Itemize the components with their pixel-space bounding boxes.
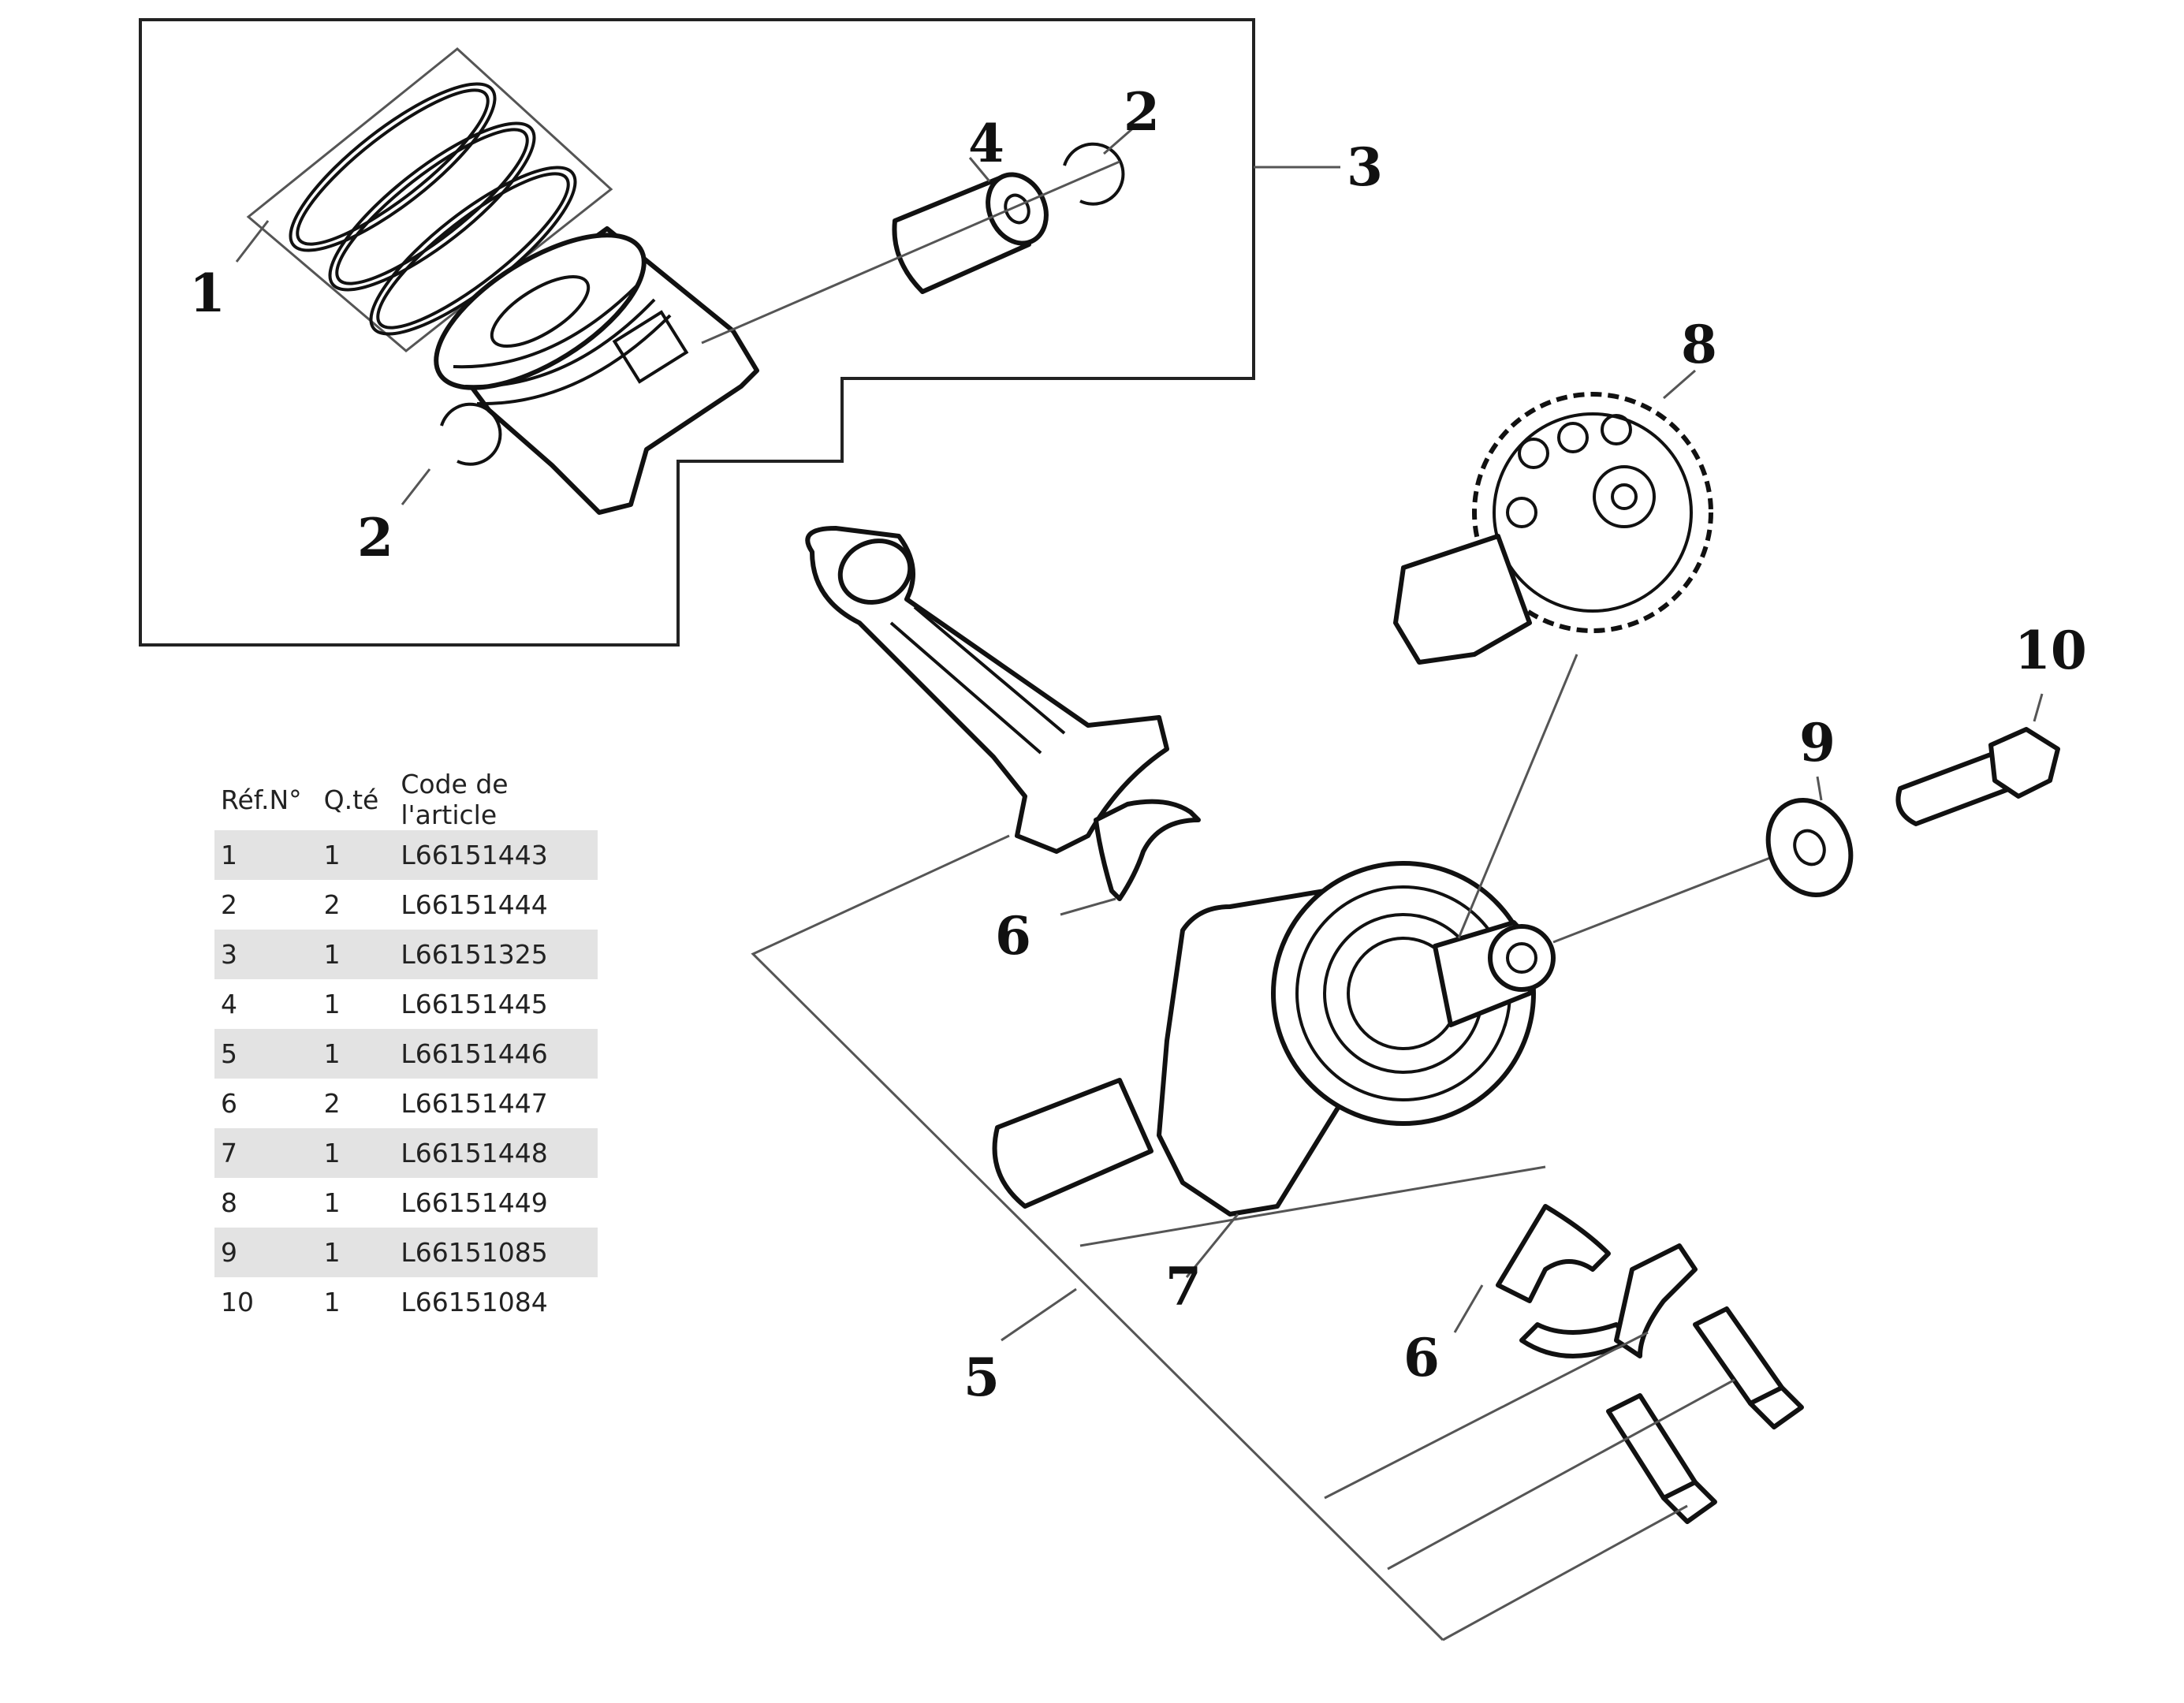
code-cell: L66151446 (394, 1029, 598, 1079)
table-row: 3 1 L66151325 (214, 930, 598, 979)
callout-8: 8 (1681, 314, 1717, 375)
leader-5 (1001, 1287, 1077, 1342)
callout-10: 10 (2014, 620, 2087, 681)
ref-cell: 7 (214, 1128, 318, 1178)
code-cell: L66151084 (401, 1287, 548, 1317)
callout-3: 3 (1347, 136, 1383, 198)
pin-axis-line (701, 160, 1120, 345)
ref-cell: 6 (221, 1088, 237, 1119)
ref-cell: 10 (221, 1287, 254, 1317)
circlip-left (440, 402, 502, 466)
callout-2-top: 2 (1124, 81, 1160, 143)
callout-5: 5 (963, 1347, 1000, 1408)
qty-cell: 1 (317, 930, 395, 979)
leader-7 (1185, 1213, 1239, 1278)
leader-4 (968, 157, 991, 182)
leader-2-bottom (401, 468, 431, 505)
qty-cell: 1 (317, 1128, 395, 1178)
header-code: Code de l'article (401, 769, 509, 830)
header-ref: Réf.N° (221, 784, 302, 815)
leader-9 (1816, 776, 1823, 801)
callout-4: 4 (968, 113, 1004, 174)
qty-cell: 2 (323, 1088, 341, 1119)
callout-2-bottom: 2 (357, 507, 393, 568)
flange-bolt (1895, 727, 2060, 826)
leader-10 (2033, 693, 2044, 722)
parts-list-table: Réf.N° Q.té Code de l'article 1 1 L66151… (214, 769, 598, 1327)
callout-6-upper: 6 (995, 905, 1031, 967)
crankshaft-assembly-bracket (751, 834, 1735, 1642)
table-row: 7 1 L66151448 (214, 1128, 598, 1178)
leader-1 (235, 220, 270, 263)
code-cell: L66151449 (401, 1187, 548, 1218)
code-cell: L66151085 (394, 1228, 598, 1277)
ref-cell: 8 (221, 1187, 237, 1218)
table-row: 9 1 L66151085 (214, 1228, 598, 1277)
code-cell: L66151443 (394, 830, 598, 880)
callout-6-lower: 6 (1403, 1327, 1440, 1388)
circlip-right (1063, 142, 1125, 206)
piston-assembly-frame (139, 18, 1255, 647)
table-row: 4 1 L66151445 (214, 979, 598, 1029)
header-qty: Q.té (323, 784, 379, 815)
lower-bearing-shells (1496, 1204, 1698, 1358)
table-row: 1 1 L66151443 (214, 830, 598, 880)
qty-cell: 1 (323, 989, 341, 1019)
table-row: 5 1 L66151446 (214, 1029, 598, 1079)
ref-cell: 5 (214, 1029, 318, 1079)
code-cell: L66151445 (401, 989, 548, 1019)
ref-cell: 3 (214, 930, 318, 979)
leader-8 (1663, 369, 1696, 400)
balancer-gear (1393, 392, 1713, 665)
balancer-axis-line (1457, 654, 1578, 939)
ref-cell: 9 (214, 1228, 318, 1277)
leader-6-upper (1060, 897, 1116, 916)
upper-bearing-shell (1094, 799, 1201, 901)
qty-cell: 1 (323, 1187, 341, 1218)
ref-cell: 2 (221, 889, 237, 920)
code-cell: L66151444 (401, 889, 548, 920)
table-row: 2 2 L66151444 (214, 880, 598, 930)
table-row: 10 1 L66151084 (214, 1277, 598, 1327)
callout-1: 1 (189, 263, 225, 324)
qty-cell: 2 (323, 889, 341, 920)
piston-rings (246, 47, 613, 352)
qty-cell: 1 (317, 830, 395, 880)
ref-cell: 4 (221, 989, 237, 1019)
code-cell: L66151325 (394, 930, 598, 979)
code-cell: L66151448 (394, 1128, 598, 1178)
callout-7: 7 (1165, 1256, 1202, 1317)
table-row: 8 1 L66151449 (214, 1178, 598, 1228)
connecting-rod (805, 526, 1169, 854)
qty-cell: 1 (323, 1287, 341, 1317)
crankshaft (992, 861, 1556, 1217)
code-cell: L66151447 (401, 1088, 548, 1119)
piston (434, 226, 759, 515)
qty-cell: 1 (317, 1029, 395, 1079)
qty-cell: 1 (317, 1228, 395, 1277)
leader-6-lower (1453, 1284, 1484, 1333)
piston-pin (892, 172, 1049, 294)
ref-cell: 1 (214, 830, 318, 880)
table-header-row: Réf.N° Q.té Code de l'article (214, 769, 598, 830)
callout-9: 9 (1799, 712, 1836, 773)
rod-cap-bolts (1606, 1306, 1804, 1524)
table-row: 6 2 L66151447 (214, 1079, 598, 1128)
leader-2-top (1103, 125, 1136, 155)
washer (1765, 797, 1854, 898)
